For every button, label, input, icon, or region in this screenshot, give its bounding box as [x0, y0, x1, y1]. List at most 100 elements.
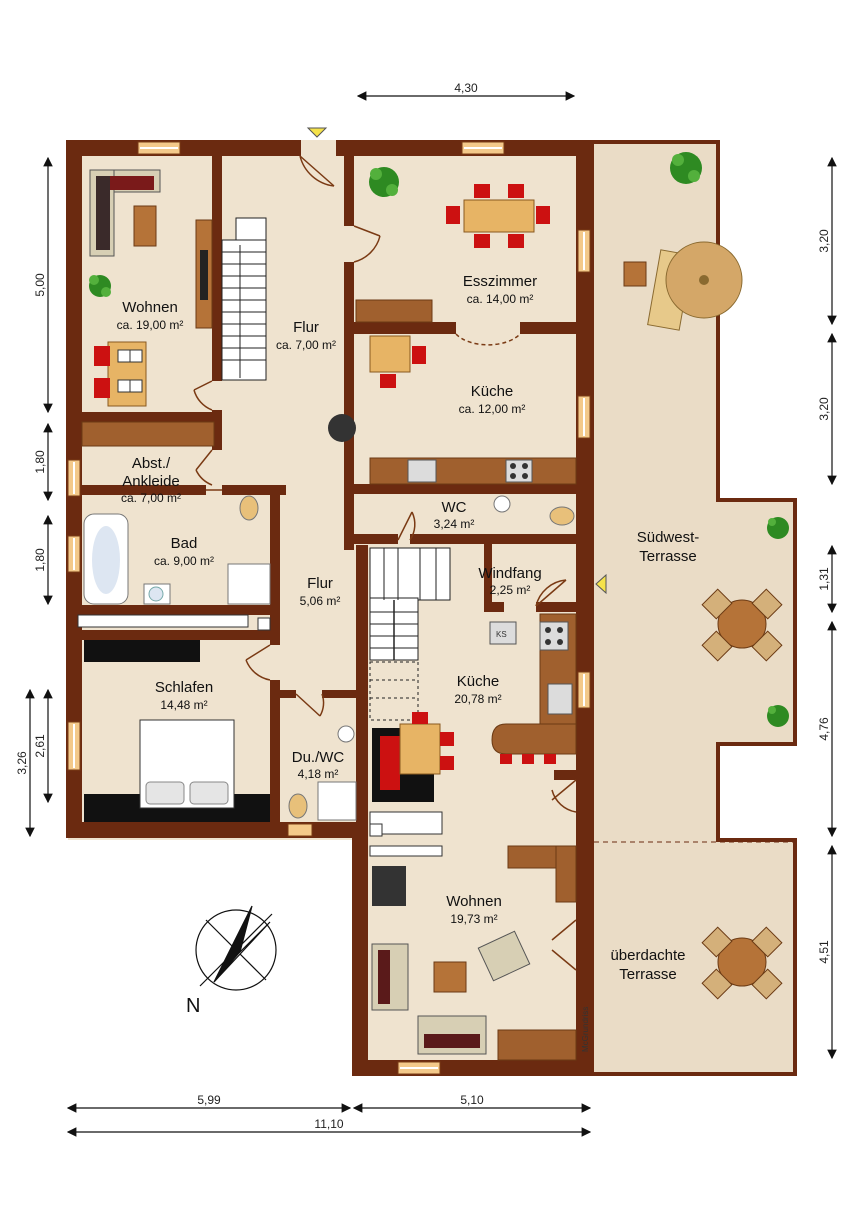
room-name-ueberdacht-1: überdachte [610, 947, 685, 964]
furniture-schlafen [84, 640, 270, 822]
doors [193, 155, 577, 971]
fireplace [372, 866, 406, 906]
dim-label-right-476: 4,76 [817, 717, 831, 741]
dimension-lines [25, 91, 837, 1137]
dim-label-right-320b: 3,20 [817, 397, 831, 421]
room-area-flur-mid: 5,06 m² [300, 594, 341, 608]
windows [67, 141, 591, 1075]
chimney-stove [328, 414, 356, 442]
furniture-wohnen-top [89, 169, 213, 407]
window-left-3 [67, 721, 81, 771]
room-area-wc: 3,24 m² [434, 517, 475, 531]
room-name-flur-mid: Flur [307, 575, 333, 592]
room-name-windfang: Windfang [478, 565, 541, 582]
coffee-table [433, 961, 467, 993]
room-name-wohnen-bottom: Wohnen [446, 893, 502, 910]
entrance-marker [306, 127, 328, 138]
room-name-duwc: Du./WC [292, 749, 345, 766]
dim-label-bottom-1110: 11,10 [314, 1117, 343, 1131]
furniture-kueche-mid: KS [369, 613, 577, 857]
room-name-kueche-mid: Küche [457, 673, 500, 690]
dim-label-right-451: 4,51 [817, 940, 831, 964]
dim-label-left-180a: 1,80 [33, 450, 47, 474]
window-top-mid [461, 141, 505, 155]
plant [89, 275, 111, 297]
fridge [489, 621, 517, 645]
room-area-kueche-mid: 20,78 m² [454, 692, 501, 706]
kitchen-counter [369, 457, 577, 485]
armchair [477, 930, 531, 982]
window-bottom-wohnen [397, 1061, 441, 1075]
dim-label-left-326: 3,26 [15, 751, 29, 775]
room-name-suedwest-1: Südwest- [637, 529, 700, 546]
room-name-bad: Bad [171, 535, 198, 552]
wardrobe [81, 421, 215, 447]
window-bottom-duwc [287, 823, 313, 837]
ks-label: KS [496, 630, 507, 639]
terrace-southwest [590, 140, 795, 840]
room-area-bad: ca. 9,00 m² [154, 554, 214, 568]
room-area-kueche-top: ca. 12,00 m² [459, 402, 526, 416]
dim-label-right-320a: 3,20 [817, 229, 831, 253]
dim-label-right-131: 1,31 [817, 567, 831, 591]
bar-counter [491, 723, 577, 755]
window-right-2 [577, 395, 591, 439]
dim-label-left-180b: 1,80 [33, 548, 47, 572]
side-entrance-marker [595, 573, 607, 595]
furniture-esszimmer [355, 167, 550, 323]
watermark: McGrundriss [581, 1007, 590, 1052]
plant [369, 167, 399, 197]
dim-label-bottom-510: 5,10 [460, 1093, 484, 1107]
plant [767, 517, 789, 727]
room-area-flur-top: ca. 7,00 m² [276, 338, 336, 352]
room-area-schlafen: 14,48 m² [160, 698, 207, 712]
room-area-esszimmer: ca. 14,00 m² [467, 292, 534, 306]
dining-table [463, 199, 535, 233]
compass-icon [195, 905, 277, 991]
furniture-wohnen-bottom [371, 845, 577, 1061]
room-area-abst: ca. 7,00 m² [121, 491, 181, 505]
dim-label-left-261: 2,61 [33, 734, 47, 758]
room-name-kueche-top: Küche [471, 383, 514, 400]
coffee-table [133, 205, 157, 247]
bathroom-fixtures [83, 495, 271, 605]
room-name-flur-top: Flur [293, 319, 319, 336]
window-left-2 [67, 535, 81, 573]
room-name-schlafen: Schlafen [155, 679, 213, 696]
dim-label-bottom-599: 5,99 [197, 1093, 221, 1107]
room-area-wohnen-top: ca. 19,00 m² [117, 318, 184, 332]
window-top-left [137, 141, 181, 155]
room-name-ueberdacht-2: Terrasse [619, 966, 677, 983]
furniture-kueche-top [328, 335, 577, 485]
plant [670, 152, 702, 184]
room-name-wohnen-top: Wohnen [122, 299, 178, 316]
stairs-top-steps [222, 245, 266, 378]
room-area-windfang: 2,25 m² [490, 583, 531, 597]
window-left-1 [67, 459, 81, 497]
dim-label-left-500: 5,00 [33, 273, 47, 297]
wardrobe-dark [84, 640, 200, 662]
stairs-mid [369, 547, 451, 721]
room-labels: Wohnen ca. 19,00 m² Flur ca. 7,00 m² Ess… [117, 273, 700, 983]
table-chairs-2 [701, 926, 783, 1000]
wc-fixtures [493, 495, 575, 526]
sideboard [355, 299, 433, 323]
window-right-3 [577, 671, 591, 709]
room-name-abst-1: Abst./ [132, 455, 171, 472]
side-table [623, 261, 647, 287]
stove-mid [539, 621, 569, 651]
table-chairs-1 [701, 588, 783, 662]
room-name-wc: WC [442, 499, 467, 516]
window-right-1 [577, 229, 591, 273]
sideboard-bottom [497, 1029, 577, 1061]
room-area-duwc: 4,18 m² [298, 767, 339, 781]
stairs-top [221, 217, 267, 381]
stove [505, 459, 533, 483]
sink-mid [547, 683, 573, 715]
shower [227, 563, 271, 605]
furniture-terrace [623, 152, 789, 1000]
room-name-esszimmer: Esszimmer [463, 273, 537, 290]
dim-label-top: 4,30 [454, 81, 478, 95]
duwc-fixtures [288, 725, 357, 821]
